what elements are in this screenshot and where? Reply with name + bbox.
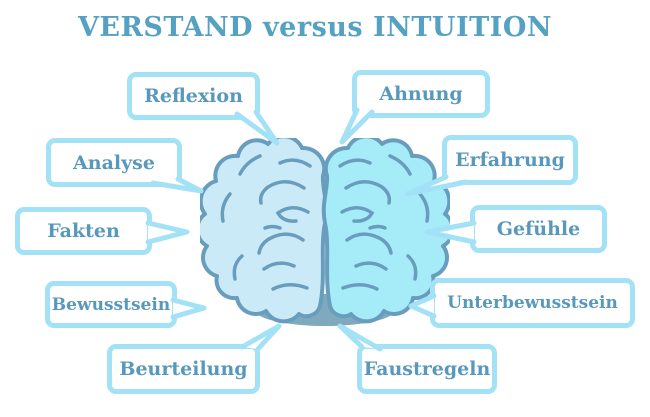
brain-gyri [338,154,430,291]
bubble-gefuehle: Gefühle [470,205,607,253]
bubble-unterbewusstsein: Unterbewusstsein [430,278,635,328]
bubble-beurteilung: Beurteilung [107,344,260,394]
brain-left-hemisphere [200,138,329,324]
bubble-reflexion: Reflexion [127,72,260,120]
bubble-label: Fakten [47,220,120,242]
bubble-label: Bewusstsein [51,294,171,315]
bubble-label: Analyse [73,151,155,174]
bubble-bewusstsein: Bewusstsein [45,281,177,328]
bubble-label: Gefühle [496,218,581,240]
bubble-erfahrung: Erfahrung [442,135,578,185]
bubble-label: Erfahrung [455,149,565,171]
brain-illustration [200,138,450,326]
bubble-fakten: Fakten [15,207,152,255]
bubble-label: Faustregeln [363,358,491,380]
bubble-label: Ahnung [379,83,463,105]
bubble-label: Beurteilung [119,358,248,380]
bubble-faustregeln: Faustregeln [357,344,497,394]
bubble-label: Unterbewusstsein [447,293,618,313]
bubble-label: Reflexion [144,85,243,107]
tail-fakten [145,220,190,245]
brain-gyri [220,154,312,291]
page-title: VERSTAND versus INTUITION [77,12,553,43]
bubble-analyse: Analyse [46,138,182,187]
bubble-ahnung: Ahnung [352,70,490,118]
